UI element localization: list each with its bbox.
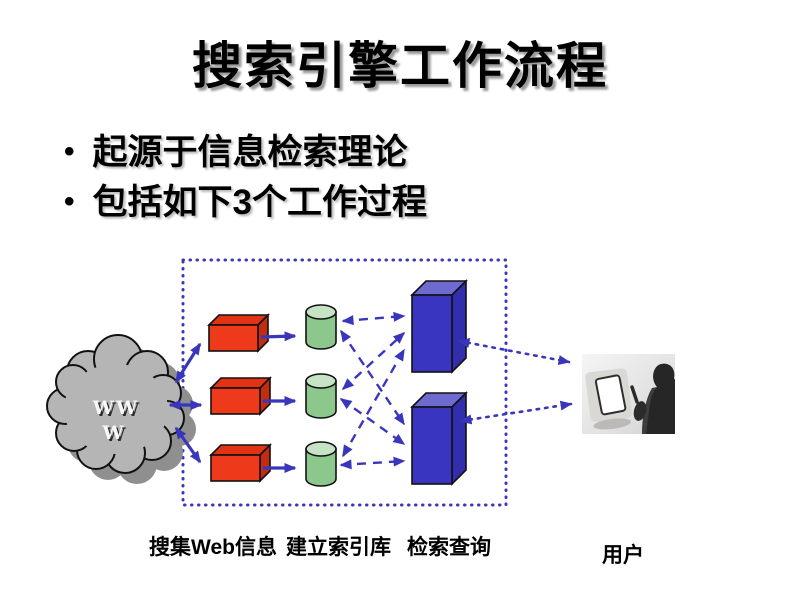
arrow-db2-index2 bbox=[339, 398, 406, 445]
bullet-item-2: • 包括如下3个工作过程 bbox=[64, 174, 427, 225]
crawler-box-3 bbox=[209, 443, 272, 483]
index-box-1 bbox=[410, 279, 468, 374]
db-cylinder-3 bbox=[305, 441, 337, 487]
bullet-text-1: 起源于信息检索理论 bbox=[92, 133, 408, 172]
person-silhouette-icon bbox=[630, 363, 675, 434]
stage-label-retrieval-query: 检索查询 bbox=[407, 536, 491, 559]
bullet-icon: • bbox=[64, 184, 75, 218]
svg-text:W: W bbox=[101, 422, 125, 444]
arrow-index1-user bbox=[457, 338, 571, 365]
www-cloud-label: WW WW W W bbox=[92, 397, 142, 446]
bullet-text-2: 包括如下3个工作过程 bbox=[92, 183, 427, 222]
stage-label-user: 用户 bbox=[602, 544, 644, 567]
page-title: 搜索引擎工作流程 bbox=[192, 38, 608, 94]
www-cloud bbox=[46, 334, 185, 474]
arrow-crawler-db-1 bbox=[260, 331, 297, 342]
user-photo-image bbox=[582, 354, 675, 434]
index-box-2 bbox=[410, 391, 468, 486]
svg-text:WW: WW bbox=[94, 399, 142, 421]
svg-text:W: W bbox=[103, 424, 127, 446]
monitor-icon bbox=[585, 368, 632, 430]
crawler-box-1 bbox=[207, 313, 270, 353]
arrow-db3-index2 bbox=[339, 456, 406, 470]
arrow-db1-index2 bbox=[340, 329, 405, 426]
svg-text:WW: WW bbox=[92, 397, 140, 419]
crawler-box-2 bbox=[209, 376, 272, 416]
arrow-db3-index1 bbox=[341, 348, 406, 458]
arrow-db2-index1 bbox=[341, 331, 406, 391]
arrow-db1-index1 bbox=[341, 311, 406, 326]
arrow-cloud-crawler-1 bbox=[174, 342, 202, 384]
arrow-cloud-crawler-3 bbox=[174, 426, 202, 464]
stage-label-build-index: 建立索引库 bbox=[286, 536, 391, 559]
bullet-item-1: • 起源于信息检索理论 bbox=[64, 124, 408, 175]
stage-label-collect-web-info: 搜集Web信息 bbox=[149, 536, 277, 559]
bullet-icon: • bbox=[64, 134, 75, 168]
db-cylinder-2 bbox=[305, 373, 337, 419]
db-cylinder-1 bbox=[305, 304, 337, 350]
arrow-index2-user bbox=[459, 400, 573, 425]
